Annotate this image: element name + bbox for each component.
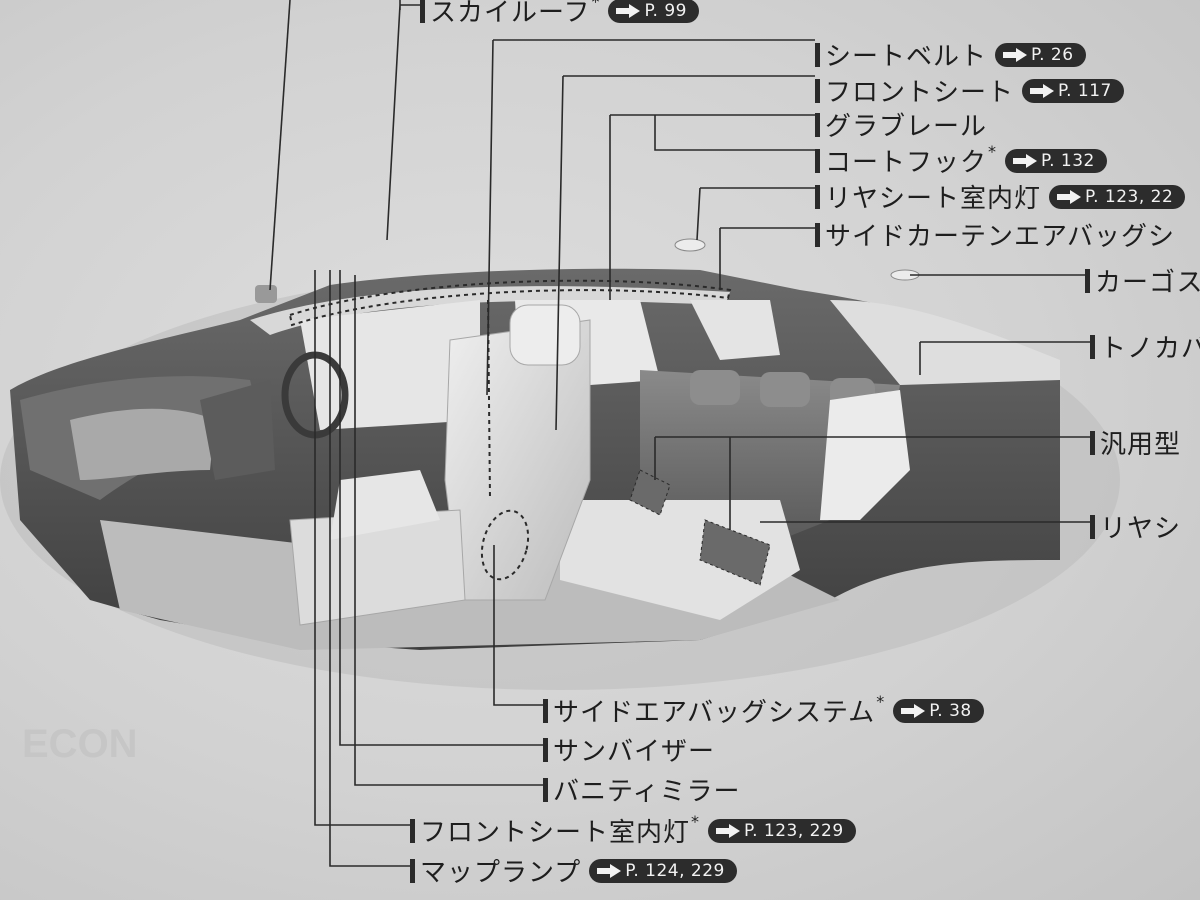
- mirror-shape: [255, 285, 277, 303]
- label-rear-seat-light: リヤシート室内灯 P. 123, 22: [815, 178, 1186, 215]
- arrow-right-icon: [716, 823, 741, 838]
- label-seat-belt: シートベルト P. 26: [815, 36, 1086, 73]
- page-ref-badge[interactable]: P. 99: [608, 0, 699, 23]
- rear-headrest-2: [760, 372, 810, 407]
- leader-sun-visor: [339, 270, 543, 746]
- label-cargo: カーゴス: [1085, 262, 1200, 299]
- glovebox: [70, 408, 215, 480]
- label-side-airbag-system: サイドエアバッグシステム* P. 38: [543, 692, 984, 729]
- passenger-seat-back: [330, 470, 440, 540]
- label-tonneau: トノカバ: [1090, 328, 1200, 365]
- arrow-right-icon: [1013, 153, 1038, 168]
- anchor-outline-2: [699, 519, 771, 586]
- label-front-seat: フロントシート P. 117: [815, 72, 1124, 109]
- label-grab-rail: グラブレール: [815, 106, 987, 143]
- leader-map-lamp: [329, 270, 410, 867]
- page-ref-badge[interactable]: P. 38: [893, 698, 984, 723]
- leader-coat-hook: [654, 115, 815, 151]
- rear-headrest-1: [690, 370, 740, 405]
- rear-seat-cushion: [560, 500, 800, 620]
- label-side-curtain-airbag: サイドカーテンエアバッグシ: [815, 216, 1175, 253]
- leader-front-light: [314, 270, 410, 826]
- arrow-right-icon: [1030, 83, 1055, 98]
- page-ref-badge[interactable]: P. 123, 22: [1049, 184, 1186, 209]
- leader-side-airbag: [493, 545, 543, 706]
- leader-curtain-airbag: [719, 227, 815, 290]
- leader-rear-light: [696, 187, 815, 241]
- curtain-airbag-outline: [288, 279, 732, 327]
- folded-seat: [820, 390, 910, 520]
- page-ref-badge[interactable]: P. 132: [1005, 148, 1107, 173]
- console: [200, 380, 275, 480]
- bleed-through-econ: ECON: [22, 722, 138, 766]
- label-vanity-mirror: バニティミラー: [543, 771, 740, 808]
- label-front-seat-light: フロントシート室内灯* P. 123, 229: [410, 812, 856, 849]
- rear-lamp-shape: [674, 238, 706, 252]
- label-coat-hook: コートフック* P. 132: [815, 142, 1107, 179]
- label-rear-seat: リヤシ: [1090, 508, 1181, 545]
- page-ref-badge[interactable]: P. 124, 229: [589, 858, 737, 883]
- front-headrest: [509, 304, 581, 366]
- label-sky-roof: スカイルーフ* P. 99: [420, 0, 699, 29]
- side-airbag-outline: [480, 509, 530, 581]
- rear-quarter-window: [690, 300, 780, 360]
- label-map-lamp: マップランプ P. 124, 229: [410, 852, 737, 889]
- arrow-right-icon: [901, 703, 926, 718]
- leader-lines: [269, 0, 1090, 867]
- leader-vanity: [354, 275, 543, 786]
- leader-front-seat: [555, 75, 815, 431]
- arrow-right-icon: [1003, 47, 1028, 62]
- label-sun-visor: サンバイザー: [543, 731, 715, 768]
- leader-seat-belt: [486, 39, 815, 396]
- page-ref-badge[interactable]: P. 117: [1022, 78, 1124, 103]
- leader-grab-rail: [609, 114, 815, 300]
- leader-mirror: [269, 0, 291, 291]
- leader-tonneau: [919, 341, 1090, 375]
- page-ref-badge[interactable]: P. 26: [995, 42, 1086, 67]
- arrow-right-icon: [616, 3, 641, 18]
- anchor-outline-1: [629, 469, 671, 516]
- arrow-right-icon: [1057, 189, 1082, 204]
- page-ref-badge[interactable]: P. 123, 229: [708, 818, 856, 843]
- leader-sky-roof: [386, 0, 425, 241]
- front-seat-back: [444, 319, 591, 601]
- arrow-right-icon: [597, 863, 622, 878]
- leader-universal: [654, 436, 1090, 530]
- label-universal: 汎用型: [1090, 424, 1181, 461]
